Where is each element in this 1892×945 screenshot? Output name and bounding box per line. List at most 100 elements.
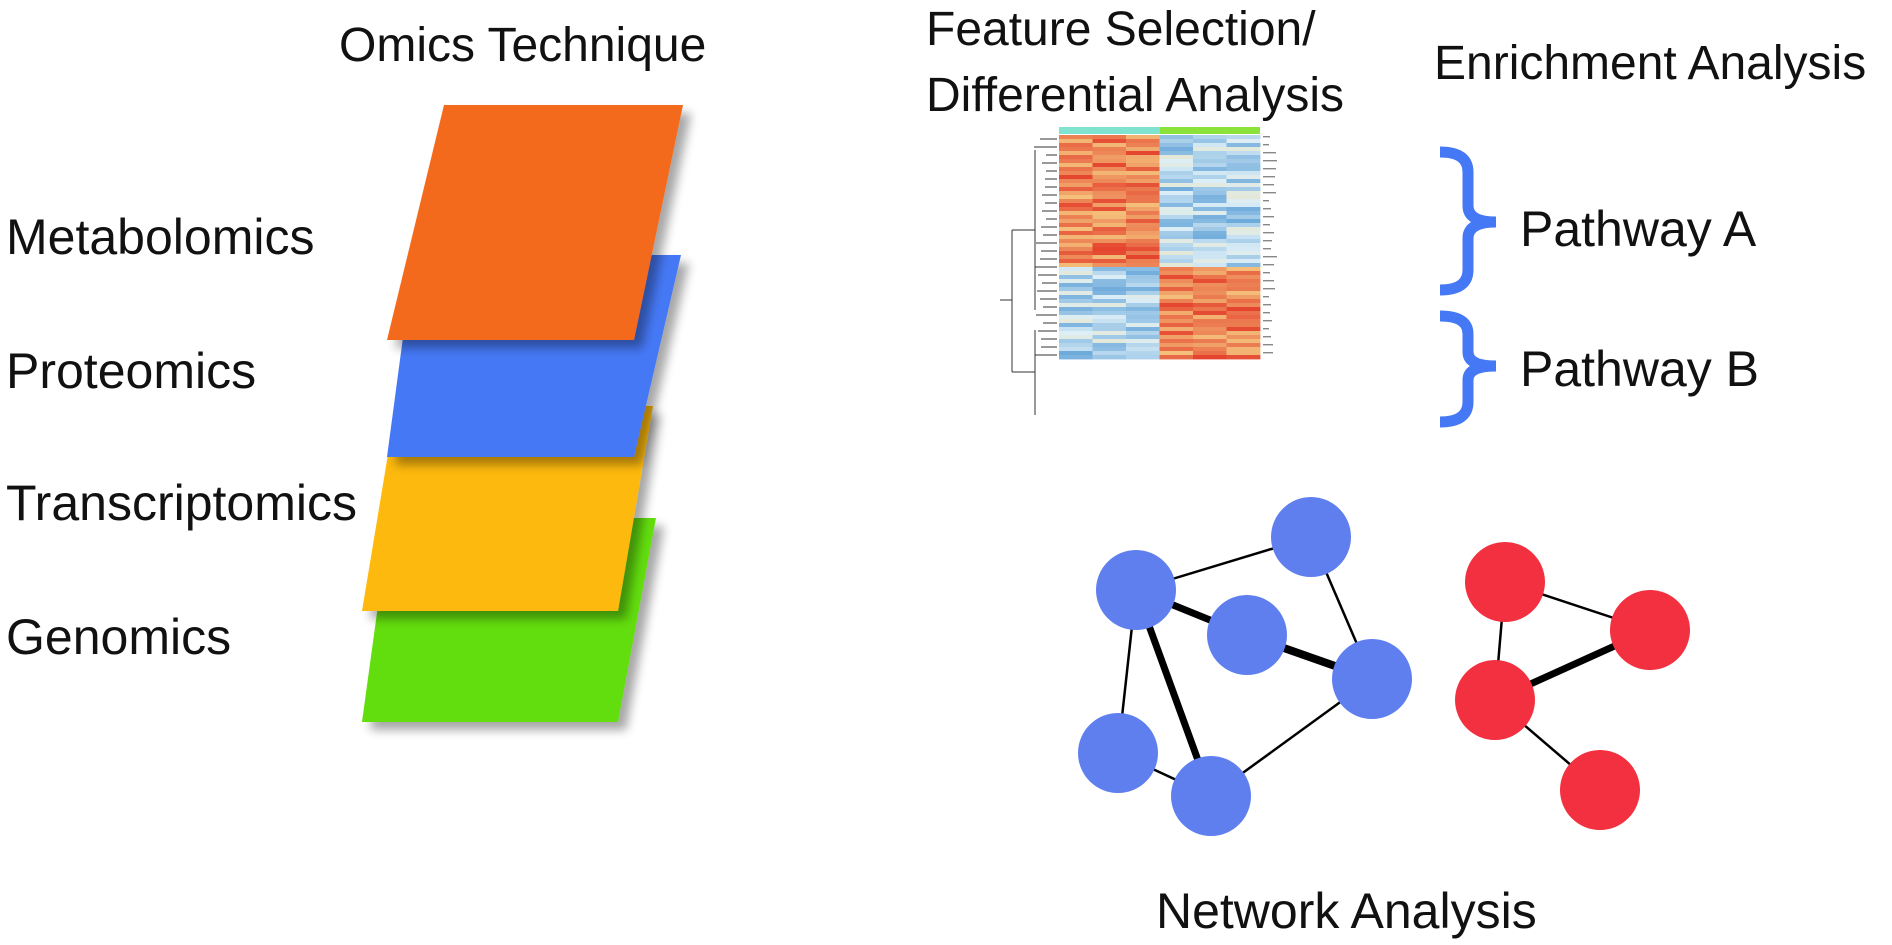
heatmap-cell — [1092, 235, 1127, 240]
heatmap-cell — [1059, 323, 1093, 328]
heatmap-cell — [1226, 263, 1261, 268]
heatmap-cell — [1159, 323, 1194, 328]
heatmap-cell — [1226, 307, 1261, 312]
heatmap-cell — [1193, 303, 1227, 308]
heatmap-cell — [1092, 327, 1127, 332]
heatmap-cell — [1226, 155, 1261, 160]
heatmap-row-label — [1263, 232, 1274, 234]
heatmap-cell — [1226, 347, 1261, 352]
heatmap-cell — [1126, 159, 1160, 164]
bracket-pathway-b — [1439, 310, 1497, 428]
heatmap-row-label — [1263, 168, 1276, 170]
heatmap-cell — [1059, 335, 1093, 340]
network-graph — [1078, 497, 1690, 836]
heatmap-cell — [1092, 319, 1127, 324]
heatmap-cell — [1059, 327, 1093, 332]
heatmap-row-label — [1263, 160, 1277, 162]
layer-label-genomics: Genomics — [6, 609, 232, 665]
heatmap-cell — [1159, 223, 1194, 228]
heatmap-cell — [1092, 219, 1127, 224]
heatmap-cell — [1193, 251, 1227, 256]
heatmap-cell — [1059, 191, 1093, 196]
heatmap-cell — [1126, 247, 1160, 252]
heatmap-cell — [1159, 267, 1194, 272]
heatmap-cell — [1226, 139, 1261, 144]
network-node — [1455, 660, 1535, 740]
heatmap-cell — [1126, 263, 1160, 268]
heatmap-cell — [1193, 171, 1227, 176]
heatmap-cell — [1226, 355, 1261, 360]
heatmap-cell — [1092, 191, 1127, 196]
heatmap-cell — [1059, 355, 1093, 360]
heatmap-cell — [1226, 275, 1261, 280]
heatmap-cell — [1126, 191, 1160, 196]
heatmap-cell — [1092, 163, 1127, 168]
heatmap-cell — [1226, 335, 1261, 340]
heatmap-row-label — [1263, 216, 1274, 218]
heatmap-cell — [1126, 307, 1160, 312]
heatmap-cell — [1059, 223, 1093, 228]
heatmap-cell — [1126, 139, 1160, 144]
heatmap-cell — [1226, 247, 1261, 252]
heatmap-cell — [1226, 183, 1261, 188]
heatmap-row-label — [1263, 200, 1269, 202]
heatmap-cell — [1092, 339, 1127, 344]
omics-stack — [362, 105, 683, 722]
heatmap-cell — [1226, 239, 1261, 244]
heatmap-cell — [1226, 187, 1261, 192]
heatmap-cell — [1159, 171, 1194, 176]
heatmap-cell — [1159, 299, 1194, 304]
heatmap-cell — [1193, 255, 1227, 260]
heatmap-cell — [1092, 195, 1127, 200]
heatmap-cell — [1226, 219, 1261, 224]
heatmap-cell — [1193, 143, 1227, 148]
heatmap-cell — [1126, 299, 1160, 304]
layer-label-proteomics: Proteomics — [6, 343, 257, 399]
heatmap-cell — [1126, 327, 1160, 332]
heatmap-cell — [1126, 199, 1160, 204]
heatmap-cell — [1193, 163, 1227, 168]
heatmap-cell — [1159, 163, 1194, 168]
heatmap-cell — [1059, 243, 1093, 248]
heatmap-cell — [1159, 343, 1194, 348]
heatmap-cell — [1226, 339, 1261, 344]
network-title: Network Analysis — [1156, 883, 1537, 939]
heatmap-cell — [1159, 187, 1194, 192]
heatmap-cell — [1092, 311, 1127, 316]
heatmap-cell — [1059, 171, 1093, 176]
heatmap-row-label — [1263, 192, 1276, 194]
heatmap-cell — [1126, 187, 1160, 192]
heatmap-cell — [1092, 151, 1127, 156]
heatmap-cell — [1226, 299, 1261, 304]
heatmap-dendrogram — [1000, 138, 1057, 415]
heatmap-cell — [1159, 295, 1194, 300]
heatmap-cell — [1193, 283, 1227, 288]
heatmap-cell — [1159, 143, 1194, 148]
heatmap-cell — [1092, 343, 1127, 348]
heatmap-row-label — [1263, 296, 1269, 298]
heatmap-cell — [1059, 275, 1093, 280]
heatmap-cell — [1126, 323, 1160, 328]
heatmap-cell — [1126, 183, 1160, 188]
heatmap-cell — [1226, 315, 1261, 320]
heatmap-row-label — [1263, 320, 1272, 322]
heatmap-cell — [1159, 319, 1194, 324]
heatmap-cell — [1126, 315, 1160, 320]
heatmap-cell — [1193, 287, 1227, 292]
heatmap-cell — [1126, 343, 1160, 348]
heatmap-cell — [1159, 199, 1194, 204]
heatmap-cell — [1126, 179, 1160, 184]
heatmap-cell — [1092, 263, 1127, 268]
heatmap-cell — [1126, 351, 1160, 356]
heatmap-cell — [1059, 339, 1093, 344]
heatmap-cell — [1159, 287, 1194, 292]
heatmap-cell — [1193, 307, 1227, 312]
heatmap-cell — [1226, 287, 1261, 292]
heatmap-cell — [1126, 207, 1160, 212]
heatmap-cell — [1126, 227, 1160, 232]
network-node — [1171, 756, 1251, 836]
heatmap-row-label — [1263, 288, 1275, 290]
heatmap-cell — [1159, 211, 1194, 216]
heatmap-cell — [1193, 311, 1227, 316]
heatmap-cell — [1193, 299, 1227, 304]
